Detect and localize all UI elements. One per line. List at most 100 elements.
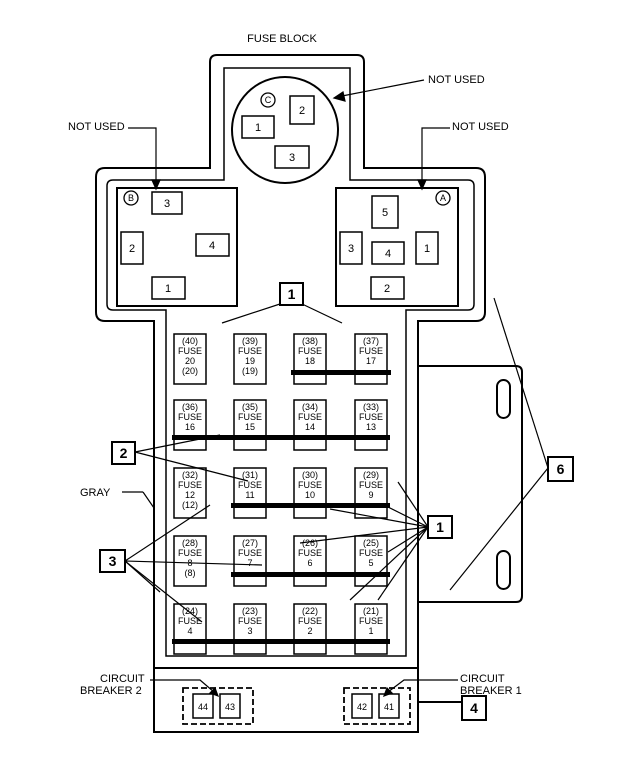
connector-a-cell [415,231,439,265]
callout-1-mid: 1 [427,515,453,539]
fuse-cavity-number: (36) [182,402,198,412]
bus-bar [172,435,390,440]
callout-6-label: 6 [557,461,565,477]
connector-a: A 5 3 4 1 2 [335,187,459,307]
leader-not-used-top [341,79,425,97]
fuse-label: 13 [366,422,376,432]
bracket-slot-bottom [496,550,511,590]
not-used-label-left: NOT USED [68,121,125,133]
fuse-cavity-number: (23) [242,606,258,616]
callout-4: 4 [461,695,487,721]
arrowhead [151,179,161,191]
fuse-label: 1 [368,626,373,636]
arrowhead [332,91,346,102]
fuse-label: FUSE [359,480,383,490]
fuse-label: 2 [307,626,312,636]
fuse-cavity-number: (28) [182,538,198,548]
fuse-label: FUSE [359,346,383,356]
breaker-42-label: 42 [357,702,367,712]
fuse-label: 6 [307,558,312,568]
connector-b-cell [195,233,230,257]
callout-2: 2 [111,441,136,465]
fuse-cavity-number: (33) [363,402,379,412]
connector-c-cell [241,115,275,139]
fuse-outline [354,535,388,587]
connector-b-cell-label: 2 [129,243,135,255]
fuse-outline [173,603,207,655]
fuse-label: FUSE [238,412,262,422]
connector-c-cell-label: 1 [255,122,261,134]
fuse-cavity-number: (38) [302,336,318,346]
breaker-42 [351,693,373,719]
callout-2-label: 2 [120,445,128,461]
fuse-outline [233,333,267,385]
leader-not-used-left [128,127,157,182]
connector-b-cell [151,276,186,300]
callout-4-label: 4 [470,700,478,716]
callout-3-label: 3 [109,553,117,569]
fuse-label: 4 [187,626,192,636]
fuse-cavity-number: (35) [242,402,258,412]
fuse-grid: (40)FUSE20(20)(39)FUSE19(19)(38)FUSE18(3… [173,333,388,655]
circuit-breaker-2-label-line2: BREAKER 2 [80,685,142,697]
gray-label: GRAY [80,487,111,499]
fuse-cavity-number: (30) [302,470,318,480]
fuse-label: FUSE [298,346,322,356]
fuse-outline [354,603,388,655]
connector-a-cell-label: 4 [385,248,391,260]
connector-a-letter: A [440,193,446,203]
fuse-cavity-number: (31) [242,470,258,480]
connector-b-cell-label: 4 [209,240,215,252]
fuse-label: FUSE [359,412,383,422]
connector-a-cell [371,241,405,265]
bus-bars [172,370,391,644]
breaker-44 [192,693,214,719]
connector-a-cell-label: 3 [348,243,354,255]
arrowhead [417,179,427,191]
leader-not-used-right [421,127,450,182]
fuse-outline [293,535,327,587]
fuse-label: FUSE [178,548,202,558]
fuse-cavity-number: (32) [182,470,198,480]
mounting-bracket [417,365,523,603]
connector-a-cell-label: 1 [424,243,430,255]
bus-bar [231,503,390,508]
fuse-label: FUSE [178,616,202,626]
callout-6: 6 [547,456,574,482]
bus-bar [291,370,391,375]
bracket-slot-top [496,379,511,419]
fuse-label: (8) [185,568,196,578]
fuse-label: FUSE [238,480,262,490]
leader-lines [122,79,549,698]
fuse-label: FUSE [178,480,202,490]
circuit-breaker-2-housing [182,687,254,725]
fuse-label: FUSE [178,412,202,422]
callout-1-top: 1 [279,282,304,306]
fuse-label: 19 [245,356,255,366]
fuse-outline [293,399,327,451]
fuse-label: 3 [247,626,252,636]
fuse-label: FUSE [298,480,322,490]
circuit-breaker-2-label-line1: CIRCUIT [100,673,145,685]
callout-1-top-label: 1 [288,286,296,302]
fuse-block-housing [95,54,486,733]
fuse-cavity-number: (22) [302,606,318,616]
bus-bar [172,639,390,644]
fuse-cavity-number: (34) [302,402,318,412]
fuse-label: 11 [245,490,254,500]
breaker-43 [219,693,241,719]
fuse-label: 18 [305,356,315,366]
connector-a-cell [370,276,405,300]
connector-c: C 1 2 3 [231,76,339,184]
